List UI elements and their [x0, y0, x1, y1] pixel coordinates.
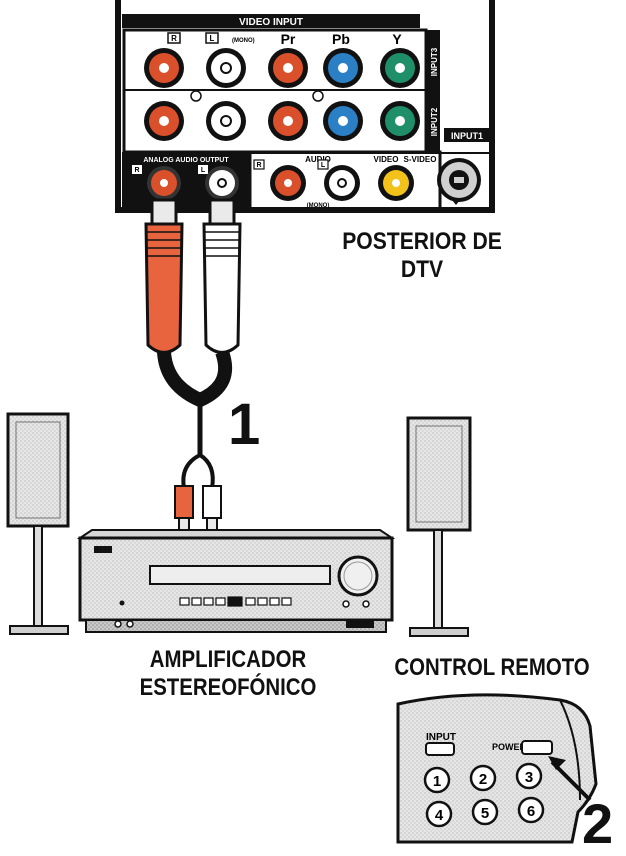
- number-button-4[interactable]: [425, 800, 453, 828]
- number-button-6-label: 6: [527, 803, 535, 820]
- right-speaker: [406, 416, 472, 637]
- input1-label: INPUT1: [451, 131, 483, 141]
- remote-input-label: INPUT: [426, 732, 456, 743]
- rca-cable: [144, 198, 242, 537]
- input3-label: INPUT3: [430, 47, 439, 76]
- video-input-title: VIDEO INPUT: [239, 17, 303, 28]
- number-button-6[interactable]: [517, 796, 545, 824]
- input1-jacks: [270, 165, 414, 201]
- col-y-label: Y: [392, 31, 402, 47]
- remote-control: INPUT POWER 1 2 3 4 5 6: [396, 693, 598, 844]
- number-button-1[interactable]: [423, 766, 451, 794]
- col-l-mono-label: (MONO): [232, 38, 255, 44]
- audio-l-label: L: [321, 162, 326, 169]
- jack-row-input3: [144, 48, 420, 88]
- number-button-3-label: 3: [525, 769, 533, 786]
- number-button-3[interactable]: [515, 762, 543, 790]
- number-button-5[interactable]: [471, 798, 499, 826]
- tv-back-caption-line1: POSTERIOR DE: [342, 228, 502, 255]
- s-video-label: S-VIDEO: [404, 155, 437, 164]
- number-button-2-label: 2: [479, 771, 487, 788]
- jack-row-input2: [144, 101, 420, 141]
- power-button[interactable]: [521, 740, 553, 755]
- step-1-number: 1: [228, 392, 261, 457]
- out-r-label: R: [134, 167, 139, 174]
- tv-back-caption: POSTERIOR DE DTV: [334, 228, 510, 283]
- step-2-number: 2: [582, 792, 614, 855]
- left-speaker: [6, 412, 70, 635]
- power-pointer-arrow: [548, 756, 592, 802]
- col-l-label: L: [210, 34, 215, 43]
- audio-r-label: R: [256, 162, 261, 169]
- s-video-jack: [437, 158, 481, 205]
- number-button-1-label: 1: [433, 773, 441, 790]
- audio-output-jacks: [147, 166, 239, 200]
- input2-label: INPUT2: [430, 107, 439, 136]
- remote-power-label: POWER: [492, 742, 527, 752]
- amplifier-caption-line1: AMPLIFICADOR: [149, 646, 307, 673]
- amplifier-caption-line2: ESTEREOFÓNICO: [139, 673, 317, 701]
- col-pr-label: Pr: [281, 31, 296, 47]
- number-button-5-label: 5: [481, 805, 489, 822]
- remote-caption: CONTROL REMOTO: [394, 654, 590, 681]
- analog-audio-output-label: ANALOG AUDIO OUTPUT: [143, 157, 229, 164]
- tv-back-panel: VIDEO INPUT R L (MONO) Pr Pb Y INPUT3 IN…: [115, 0, 495, 213]
- input-button[interactable]: [425, 742, 455, 756]
- stereo-amplifier: [76, 529, 396, 633]
- col-r-label: R: [171, 34, 177, 43]
- out-l-label: L: [201, 167, 206, 174]
- col-pb-label: Pb: [332, 31, 350, 47]
- video-input-title-bar: [122, 14, 420, 28]
- amplifier-caption: AMPLIFICADOR ESTEREOFÓNICO: [118, 646, 339, 701]
- number-button-2[interactable]: [469, 764, 497, 792]
- number-buttons: 1 2 3 4 5 6: [423, 762, 545, 828]
- tv-back-caption-line2: DTV: [400, 255, 444, 283]
- number-button-4-label: 4: [435, 807, 444, 824]
- video-label: VIDEO: [374, 155, 399, 164]
- audio-mono-label: (MONO): [307, 203, 330, 209]
